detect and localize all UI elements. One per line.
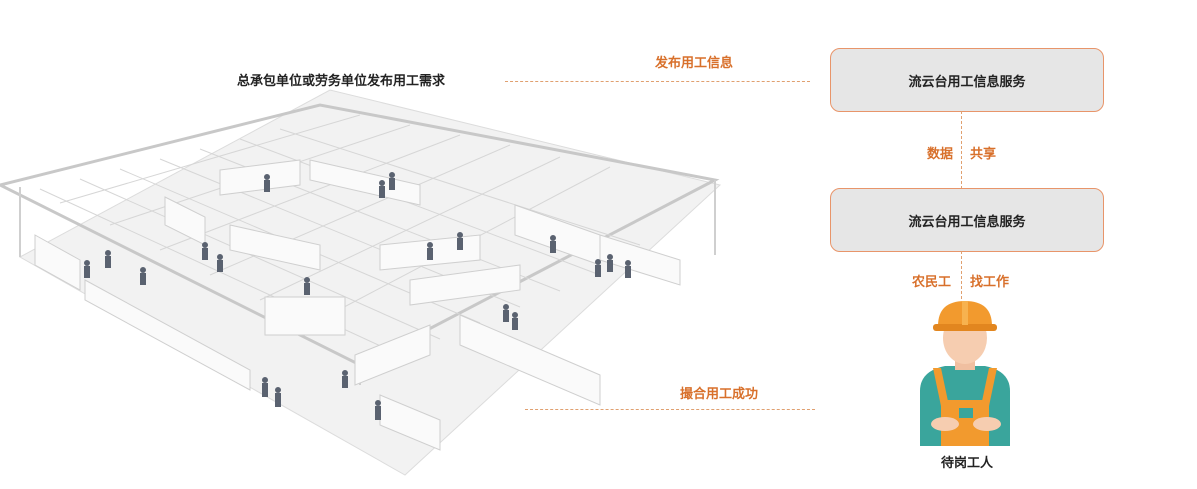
migrant-worker-label: 农民工 xyxy=(912,275,952,290)
service-box-top: 流云台用工信息服务 xyxy=(830,48,1104,112)
match-connector xyxy=(525,409,815,410)
job-search-connector xyxy=(961,251,962,299)
data-share-connector xyxy=(961,111,962,189)
data-label: 数据 xyxy=(927,147,954,162)
find-job-label: 找工作 xyxy=(970,275,1010,290)
share-label: 共享 xyxy=(970,147,997,162)
service-box-bottom: 流云台用工信息服务 xyxy=(830,188,1104,252)
requirement-label: 总承包单位或劳务单位发布用工需求 xyxy=(237,74,446,89)
worker-caption: 待岗工人 xyxy=(941,456,994,471)
service-box-top-label: 流云台用工信息服务 xyxy=(908,74,1026,90)
match-success-label: 撮合用工成功 xyxy=(680,387,759,402)
construction-site-maze-illustration xyxy=(0,89,722,476)
hard-hat-worker-icon xyxy=(920,301,1010,446)
publish-connector xyxy=(505,81,810,82)
publish-label: 发布用工信息 xyxy=(655,56,734,71)
service-box-bottom-label: 流云台用工信息服务 xyxy=(908,214,1026,230)
